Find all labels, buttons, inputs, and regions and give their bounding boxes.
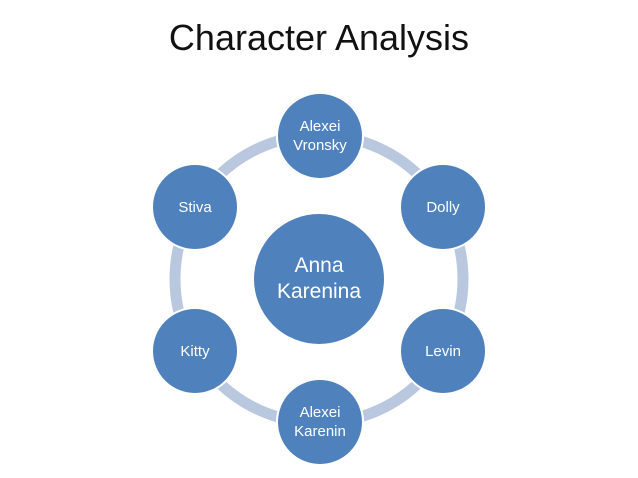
node-alexei-vronsky: Alexei Vronsky xyxy=(276,92,364,180)
node-label: Alexei Vronsky xyxy=(293,118,347,154)
center-node-anna-karenina: Anna Karenina xyxy=(252,212,386,346)
node-label: Stiva xyxy=(178,198,212,216)
node-label: Levin xyxy=(425,342,461,360)
node-kitty: Kitty xyxy=(151,307,239,395)
node-dolly: Dolly xyxy=(399,163,487,251)
node-label: Kitty xyxy=(180,342,210,360)
node-label: Alexei Karenin xyxy=(294,404,346,440)
slide-title: Character Analysis xyxy=(168,17,470,58)
node-stiva: Stiva xyxy=(151,163,239,251)
node-label: Dolly xyxy=(426,198,460,216)
center-node-label: Anna Karenina xyxy=(276,254,362,303)
node-levin: Levin xyxy=(399,307,487,395)
node-alexei-karenin: Alexei Karenin xyxy=(276,378,364,466)
